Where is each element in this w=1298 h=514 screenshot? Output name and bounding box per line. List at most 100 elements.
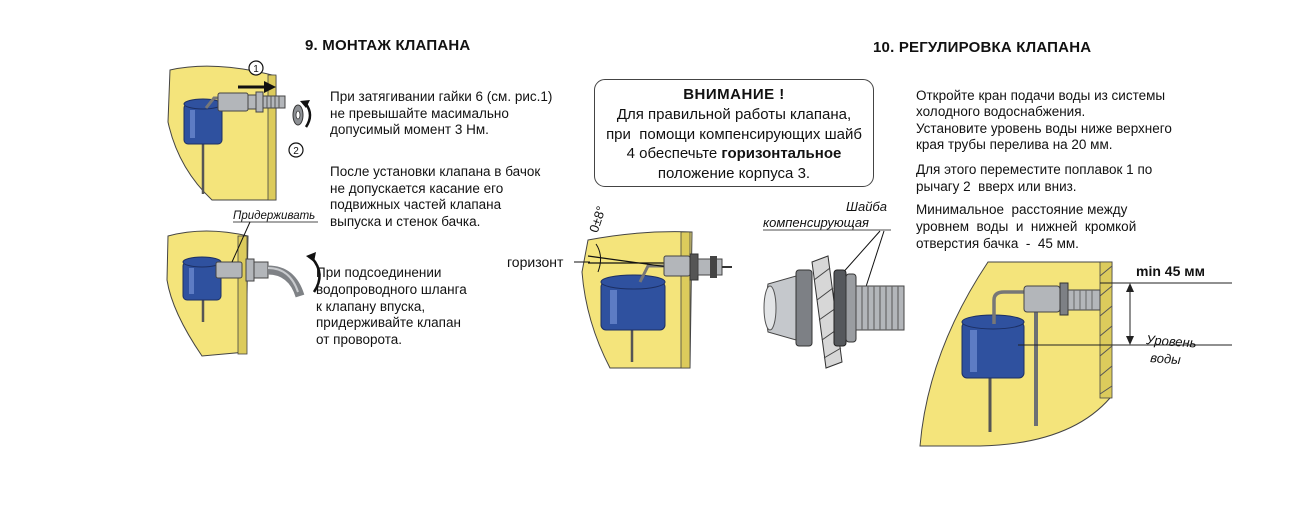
note-line: выпуска и стенок бачка. (330, 213, 481, 229)
float-highlight (190, 110, 195, 138)
tightening-note: При затягивании гайки 6 (см. рис.1) не п… (330, 89, 552, 139)
water-hose-highlight (267, 267, 299, 293)
figure-horizontal-position: горизонт 0±8° (507, 204, 732, 369)
clearance-note: После установки клапана в бачок не допус… (330, 164, 540, 230)
note-line: допусимый момент 3 Нм. (330, 122, 489, 138)
figure-water-level: min 45 мм Уровень воды (919, 261, 1232, 447)
water-level-label-line1: Уровень (1145, 332, 1197, 351)
float-note: Для этого переместите поплавок 1 по рыча… (916, 162, 1152, 196)
step-2-marker (288, 142, 304, 158)
valve-float (961, 321, 1025, 379)
tank-wall (267, 74, 277, 201)
hose-fitting (253, 261, 269, 279)
step-1-marker (248, 60, 264, 76)
warning-line: положение корпуса 3. (657, 164, 811, 182)
washer-pointer (839, 230, 881, 277)
float-arm (638, 264, 668, 283)
note-line: придерживайте клапан (316, 315, 461, 331)
tilt-line (587, 255, 691, 271)
tank-wall (1099, 261, 1113, 399)
warning-line: при помощи компенсирующих шайб (606, 125, 862, 143)
thread-lines (1073, 290, 1093, 310)
note-line: отверстия бачка - 45 мм. (916, 236, 1079, 252)
threaded-shaft (855, 285, 905, 331)
washer-ring (833, 269, 847, 347)
valve-ring (247, 94, 257, 110)
note-line: Установите уровень воды ниже верхнего (916, 121, 1172, 136)
note-line: При подсоединении (316, 265, 442, 280)
valve-nut (245, 258, 255, 282)
warning-line: 4 обеспечьте горизонтальное (595, 144, 873, 164)
float-highlight (610, 290, 617, 324)
valve-float (600, 281, 666, 331)
level-note: Установите уровень воды ниже верхнего кр… (916, 121, 1172, 154)
float-lever (992, 290, 1030, 324)
note-line: уровнем воды и нижней кромкой (916, 219, 1137, 235)
float-top (183, 98, 223, 110)
tank-body (167, 65, 277, 201)
valve-thread (697, 258, 723, 276)
valve-body (663, 255, 691, 277)
note-line: водопроводного шланга (316, 281, 467, 297)
float-top (600, 274, 666, 290)
warning-title: ВНИМАНИЕ ! (683, 86, 785, 103)
note-line: При затягивании гайки 6 (см. рис.1) (330, 89, 553, 104)
float-highlight (970, 330, 977, 372)
note-line: После установки клапана в бачок (330, 164, 541, 179)
valve-body (217, 92, 249, 112)
wall-hatch (813, 267, 842, 359)
note-line: Откройте кран подачи воды из системы (916, 88, 1166, 103)
thread-lines (266, 96, 280, 108)
step-2-label: 2 (293, 146, 299, 157)
water-level-label-line2: воды (1150, 350, 1182, 367)
valve-ring (1059, 282, 1069, 316)
open-tap-note: Откройте кран подачи воды из системы хол… (916, 88, 1165, 121)
note-line: холодного водоснабжения. (916, 104, 1086, 120)
float-top (182, 256, 222, 268)
tank-wall (237, 235, 248, 355)
tank-body (919, 261, 1113, 447)
distance-note: Минимальное расстояние между уровнем вод… (916, 201, 1136, 253)
thread-lines (861, 286, 899, 330)
washer-label-line2: компенсирующая (763, 215, 869, 230)
nut-part (292, 104, 304, 126)
note-line: не допускается касание его (330, 180, 504, 196)
valve-float (183, 103, 223, 145)
valve-thread (262, 95, 286, 109)
dimension-arrow-up (1126, 283, 1134, 292)
flange-ring (795, 269, 813, 347)
dimension-arrow-down (1126, 336, 1134, 345)
valve-flange (765, 275, 797, 341)
push-arrow-head (264, 81, 276, 93)
note-line: подвижных частей клапана (330, 197, 502, 213)
washer-label-line1: Шайба (846, 199, 887, 214)
tank-wall (680, 231, 691, 369)
rotate-arrow (304, 103, 312, 128)
min-distance-label: min 45 мм (1136, 263, 1205, 279)
valve-float (182, 261, 222, 301)
valve-body (215, 261, 243, 279)
valve-nut (255, 91, 264, 113)
figure-compensating-washer: Шайба компенсирующая (763, 199, 905, 369)
wall-hatch (1099, 265, 1113, 395)
rotate-arrow-head (306, 252, 316, 262)
nut-hole (295, 110, 301, 120)
flange-face (763, 285, 777, 331)
tank-body (166, 230, 249, 357)
warning-emphasis: горизонтальное (721, 145, 842, 162)
float-arm (204, 96, 222, 109)
step-1-label: 1 (253, 64, 259, 75)
section-9-title: 9. МОНТАЖ КЛАПАНА (305, 37, 471, 54)
figure-nut-tightening: 1 2 (167, 60, 312, 201)
hose-note: При подсоединении водопроводного шланга … (316, 265, 467, 349)
valve-body (1023, 285, 1061, 313)
hold-pointer (231, 221, 251, 263)
float-highlight (189, 268, 194, 294)
note-line: Минимальное расстояние между (916, 202, 1128, 217)
valve-nut (689, 253, 699, 281)
water-hose (267, 265, 305, 298)
note-line: не превышайте масимально (330, 105, 509, 121)
warning-box: ВНИМАНИЕ ! Для правильной работы клапана… (594, 79, 874, 187)
washer-ring (845, 273, 857, 343)
